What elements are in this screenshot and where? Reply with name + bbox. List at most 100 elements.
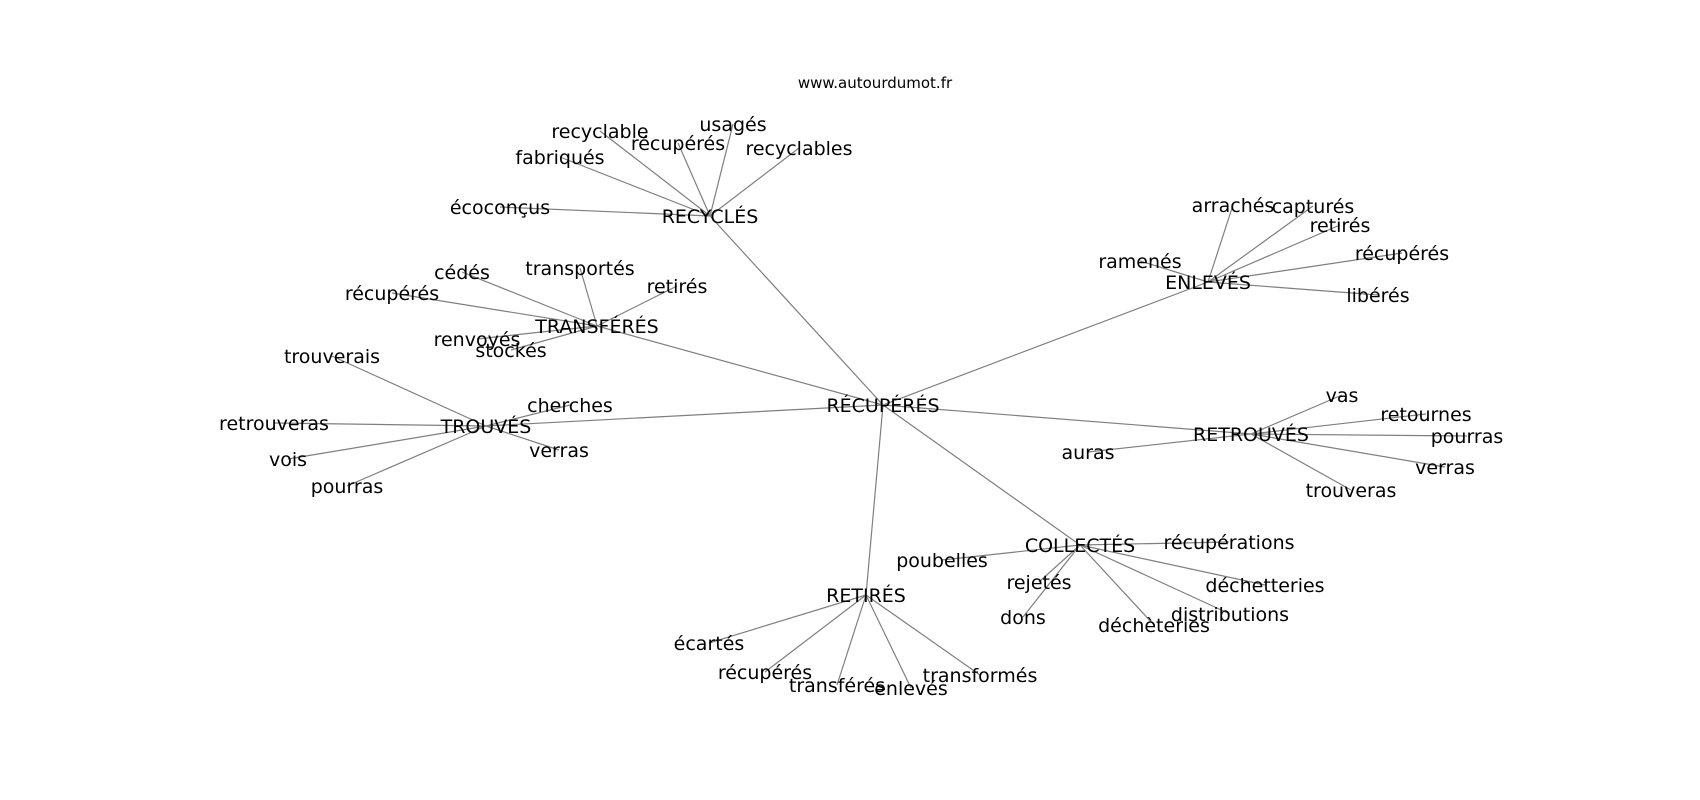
leaf-node: vois [269, 449, 307, 471]
leaf-node: récupérations [1163, 532, 1294, 554]
edge-hub-leaf [1207, 204, 1234, 283]
leaf-node: retournes [1380, 404, 1471, 426]
edge-hub-leaf [1087, 433, 1252, 453]
leaf-node: capturés [1272, 196, 1355, 218]
leaf-node: poubelles [896, 550, 988, 572]
edge-hub-leaf [499, 206, 711, 217]
edge-center-hub [882, 281, 1209, 406]
leaf-node: trouveras [1306, 480, 1397, 502]
hub-node: TROUVÉS [440, 415, 532, 438]
edge-hub-leaf [1139, 260, 1209, 283]
edge-hub-leaf [1079, 544, 1155, 626]
leaf-node: verras [529, 440, 589, 462]
leaf-node: retirés [647, 276, 708, 298]
edge-hub-leaf [1079, 541, 1230, 546]
edge-hub-leaf [708, 594, 867, 644]
hub-node: ENLEVÉS [1165, 271, 1251, 294]
edge-center-hub [882, 404, 1081, 546]
edge-hub-leaf [941, 544, 1081, 561]
edge-hub-leaf [391, 292, 598, 327]
edge-hub-leaf [559, 156, 711, 217]
leaf-node: trouverais [284, 346, 380, 368]
edge-hub-leaf [1207, 224, 1341, 283]
leaf-node: retrouveras [219, 413, 329, 435]
leaf-node: vas [1326, 385, 1359, 407]
leaf-node: rejetés [1006, 572, 1071, 594]
leaf-node: déchèteries [1098, 615, 1210, 637]
edge-hub-leaf [346, 425, 487, 487]
nodes-layer: écoconçusfabriquésrecyclablerécupérésusa… [219, 114, 1503, 700]
edge-hub-leaf [1250, 413, 1427, 435]
edge-hub-leaf [1038, 544, 1081, 583]
edge-hub-leaf [836, 594, 867, 686]
leaf-node: enlevés [874, 678, 948, 700]
edge-hub-leaf [865, 594, 981, 676]
leaf-node: renvoyés [434, 329, 521, 351]
edge-hub-leaf [331, 355, 487, 427]
leaf-node: fabriqués [515, 147, 604, 169]
leaf-node: récupérés [345, 283, 439, 305]
leaf-node: récupérés [718, 662, 812, 684]
edge-hub-leaf [476, 325, 598, 340]
leaf-node: cédés [434, 262, 490, 284]
edge-hub-leaf [1250, 394, 1343, 435]
edge-hub-leaf [1022, 544, 1081, 618]
edge-hub-leaf [596, 285, 678, 327]
leaf-node: transformés [923, 665, 1038, 687]
edge-hub-leaf [865, 594, 912, 689]
leaf-node: récupérés [1355, 243, 1449, 265]
edge-center-hub [596, 325, 884, 406]
hub-node: TRANSFÉRÉS [534, 315, 659, 338]
leaf-node: libérés [1346, 285, 1409, 307]
leaf-node: arrachés [1192, 195, 1275, 217]
leaf-node: pourras [311, 476, 384, 498]
leaf-node: distributions [1171, 604, 1289, 626]
edge-hub-leaf [709, 147, 800, 217]
leaf-node: écoconçus [450, 197, 550, 219]
leaf-node: verras [1415, 457, 1475, 479]
edge-hub-leaf [709, 123, 734, 217]
edge-hub-leaf [1079, 544, 1231, 615]
leaf-node: stockés [475, 340, 546, 362]
edge-hub-leaf [287, 425, 487, 460]
leaf-node: déchetteries [1205, 575, 1324, 597]
leaf-node: écartés [674, 633, 745, 655]
edges-layer [273, 123, 1468, 689]
leaf-node: récupérés [631, 133, 725, 155]
leaf-node: transportés [525, 258, 634, 280]
edge-hub-leaf [1250, 433, 1446, 468]
leaf-node: recyclable [551, 121, 648, 143]
edge-hub-leaf [1250, 433, 1468, 437]
leaf-node: usagés [699, 114, 766, 136]
site-watermark: www.autourdumot.fr [798, 74, 953, 92]
hub-node: RECYCLÉS [662, 205, 759, 228]
edge-hub-leaf [764, 594, 867, 673]
edge-hub-leaf [599, 130, 711, 217]
leaf-node: cherches [527, 395, 613, 417]
edge-hub-leaf [273, 422, 487, 427]
hub-node: RETROUVÉS [1193, 423, 1309, 446]
edge-hub-leaf [1207, 205, 1314, 283]
edge-center-hub [882, 404, 1252, 435]
center-node: RÉCUPÉRÉS [826, 394, 939, 417]
leaf-node: ramenés [1098, 251, 1181, 273]
edge-center-hub [865, 404, 884, 596]
leaf-node: pourras [1431, 426, 1504, 448]
edge-hub-leaf [1207, 281, 1379, 296]
edge-hub-leaf [1207, 252, 1403, 283]
edge-hub-leaf [485, 425, 560, 451]
hub-node: RETIRÉS [826, 584, 906, 607]
edge-center-hub [485, 404, 884, 427]
leaf-node: retirés [1310, 215, 1371, 237]
edge-hub-leaf [510, 325, 598, 351]
edge-hub-leaf [461, 271, 598, 327]
edge-center-hub [709, 215, 884, 406]
edge-hub-leaf [579, 267, 598, 327]
leaf-node: recyclables [745, 138, 852, 160]
hub-node: COLLECTÉS [1025, 534, 1135, 557]
leaf-node: auras [1061, 442, 1114, 464]
edge-hub-leaf [677, 142, 711, 217]
edge-hub-leaf [1079, 544, 1266, 586]
edge-hub-leaf [485, 404, 571, 427]
